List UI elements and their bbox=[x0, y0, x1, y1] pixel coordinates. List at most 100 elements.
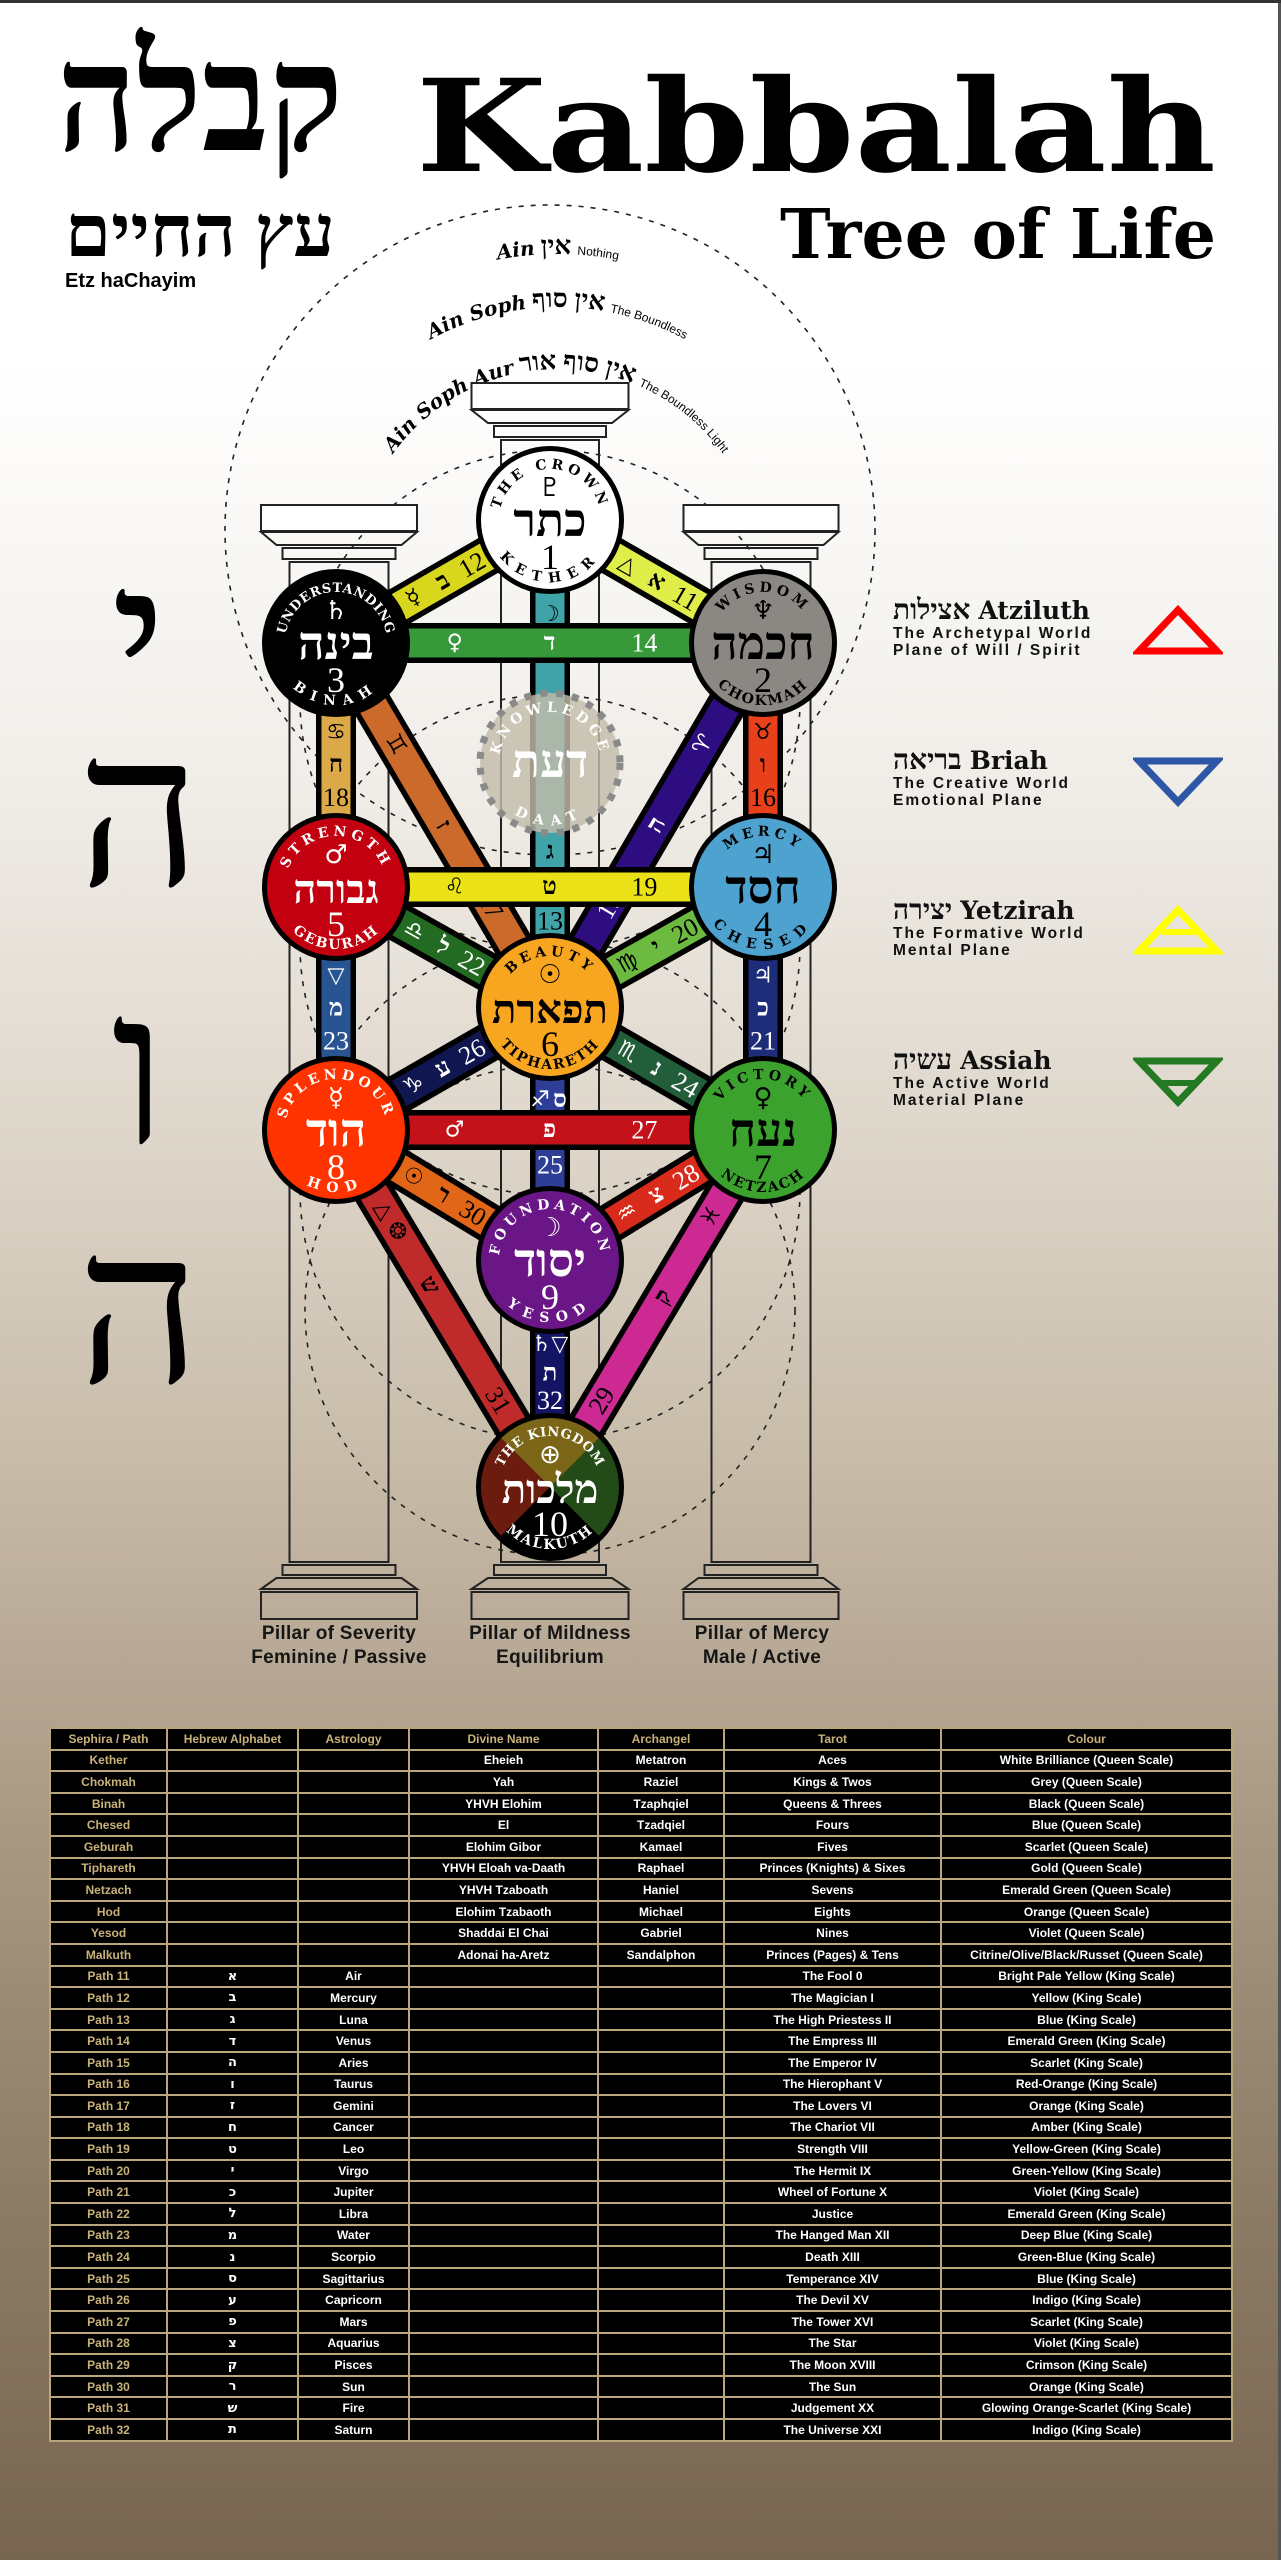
table-cell bbox=[597, 2288, 725, 2313]
world-line1: The Archetypal World bbox=[893, 625, 1093, 642]
path-number: 25 bbox=[537, 1151, 563, 1180]
path-number: 18 bbox=[323, 783, 349, 812]
table-cell: Chesed bbox=[49, 1813, 168, 1837]
table-cell: Libra bbox=[297, 2202, 410, 2226]
path-symbol: ♉ bbox=[753, 720, 773, 745]
table-cell: Eheieh bbox=[408, 1748, 599, 1773]
table-cell: ח bbox=[166, 2115, 299, 2140]
table-cell bbox=[597, 2137, 725, 2161]
world-hebrew: יצירה bbox=[893, 895, 953, 926]
column-header: Sephira / Path bbox=[49, 1727, 168, 1751]
table-cell bbox=[597, 2396, 725, 2420]
table-cell bbox=[597, 2180, 725, 2205]
table-cell bbox=[408, 2266, 599, 2291]
table-cell: Indigo (King Scale) bbox=[940, 2288, 1233, 2313]
table-cell: ע bbox=[166, 2288, 299, 2313]
table-cell: Eights bbox=[723, 1899, 942, 1924]
fire-triangle-icon bbox=[1133, 605, 1223, 655]
table-cell: Green-Yellow (King Scale) bbox=[940, 2158, 1233, 2183]
table-cell: מ bbox=[166, 2223, 299, 2248]
path-number: 27 bbox=[631, 1116, 657, 1145]
table-cell: Kamael bbox=[597, 1834, 725, 1859]
path-letter: ג bbox=[546, 839, 554, 865]
path-number: 16 bbox=[750, 783, 776, 812]
table-cell: Tzaphqiel bbox=[597, 1791, 725, 1816]
table-cell: The Universe XXI bbox=[723, 2418, 942, 2442]
table-cell bbox=[166, 1899, 299, 1924]
table-cell bbox=[597, 2418, 725, 2442]
table-cell: Aries bbox=[297, 2050, 410, 2075]
table-cell: Path 32 bbox=[49, 2418, 168, 2442]
table-cell: ג bbox=[166, 2007, 299, 2032]
table-cell: ת bbox=[166, 2418, 299, 2442]
sephira-hebrew: מלכות bbox=[502, 1467, 599, 1512]
table-cell: The Hierophant V bbox=[723, 2072, 942, 2097]
path-symbol: ♐ bbox=[530, 1087, 550, 1112]
path-number: 32 bbox=[537, 1386, 563, 1415]
table-cell bbox=[297, 1942, 410, 1967]
table-cell: Mars bbox=[297, 2310, 410, 2334]
table-cell bbox=[166, 1921, 299, 1945]
air-triangle-icon bbox=[1133, 905, 1223, 955]
table-cell bbox=[408, 2072, 599, 2097]
sephira-hebrew: יסוד bbox=[514, 1235, 586, 1286]
table-cell: Path 19 bbox=[49, 2137, 168, 2161]
world-hebrew: אצילות bbox=[893, 595, 971, 626]
table-cell: Gemini bbox=[297, 2094, 410, 2118]
table-cell: Sandalphon bbox=[597, 1942, 725, 1967]
table-cell: Chokmah bbox=[49, 1770, 168, 1794]
world-line1: The Active World bbox=[893, 1075, 1051, 1092]
table-cell: Binah bbox=[49, 1791, 168, 1816]
table-cell: Violet (Queen Scale) bbox=[940, 1921, 1233, 1945]
tree-hebrew: עץ החיים bbox=[65, 192, 335, 272]
world-name: Atziluth bbox=[978, 596, 1090, 625]
sephira-number: 3 bbox=[327, 660, 345, 700]
sephira-number: 6 bbox=[541, 1024, 559, 1064]
table-cell bbox=[597, 2007, 725, 2032]
world-line1: The Formative World bbox=[893, 925, 1085, 942]
column-header: Astrology bbox=[297, 1727, 410, 1751]
table-cell bbox=[297, 1813, 410, 1837]
table-cell: ל bbox=[166, 2202, 299, 2226]
table-cell: Fours bbox=[723, 1813, 942, 1837]
table-cell bbox=[408, 2007, 599, 2032]
planet-symbol-icon: ☽ bbox=[538, 1213, 561, 1243]
table-cell: YHVH Elohim bbox=[408, 1791, 599, 1816]
table-cell: Malkuth bbox=[49, 1942, 168, 1967]
table-cell: Orange (King Scale) bbox=[940, 2094, 1233, 2118]
table-cell: Luna bbox=[297, 2007, 410, 2032]
table-cell: ס bbox=[166, 2266, 299, 2291]
pillar-severity-label: Pillar of Severity Feminine / Passive bbox=[234, 1622, 444, 1670]
table-cell bbox=[597, 2158, 725, 2183]
planet-symbol-icon: ⊕ bbox=[539, 1440, 561, 1470]
table-cell: Raziel bbox=[597, 1770, 725, 1794]
pillar-capital-band bbox=[493, 425, 607, 438]
table-cell: Capricorn bbox=[297, 2288, 410, 2313]
table-cell: Yah bbox=[408, 1770, 599, 1794]
table-cell: Mercury bbox=[297, 1986, 410, 2010]
table-cell: Black (Queen Scale) bbox=[940, 1791, 1233, 1816]
table-cell bbox=[166, 1813, 299, 1837]
malkuth-quarter bbox=[481, 1438, 550, 1536]
table-cell: Path 31 bbox=[49, 2396, 168, 2420]
world-line2: Emotional Plane bbox=[893, 792, 1044, 809]
sephira-disc bbox=[481, 451, 619, 589]
table-cell: Scarlet (King Scale) bbox=[940, 2310, 1233, 2334]
table-cell bbox=[297, 1834, 410, 1859]
table-cell: Metatron bbox=[597, 1748, 725, 1773]
title-latin: Kabbalah bbox=[416, 52, 1216, 202]
sephira-hebrew: נעח bbox=[729, 1105, 797, 1156]
table-cell bbox=[166, 1748, 299, 1773]
pillar-base-taper bbox=[468, 1577, 632, 1590]
table-cell: The Star bbox=[723, 2331, 942, 2356]
